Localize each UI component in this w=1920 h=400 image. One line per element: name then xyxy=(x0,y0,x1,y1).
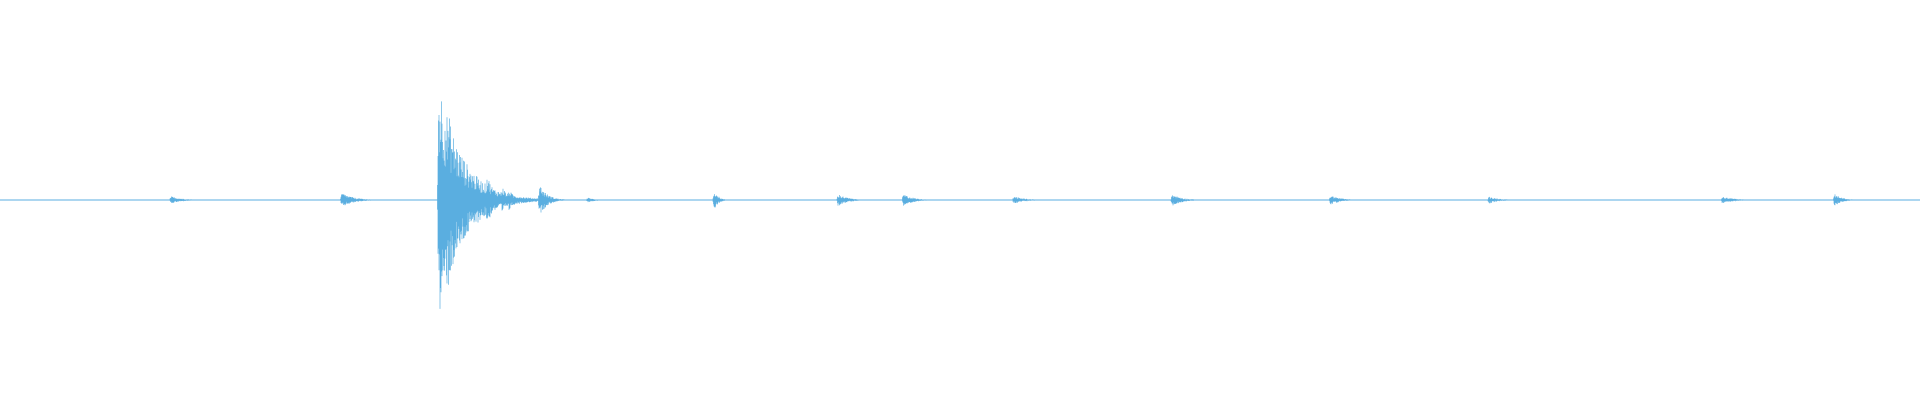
waveform-samples xyxy=(0,101,1920,309)
waveform-trace xyxy=(0,101,1920,309)
